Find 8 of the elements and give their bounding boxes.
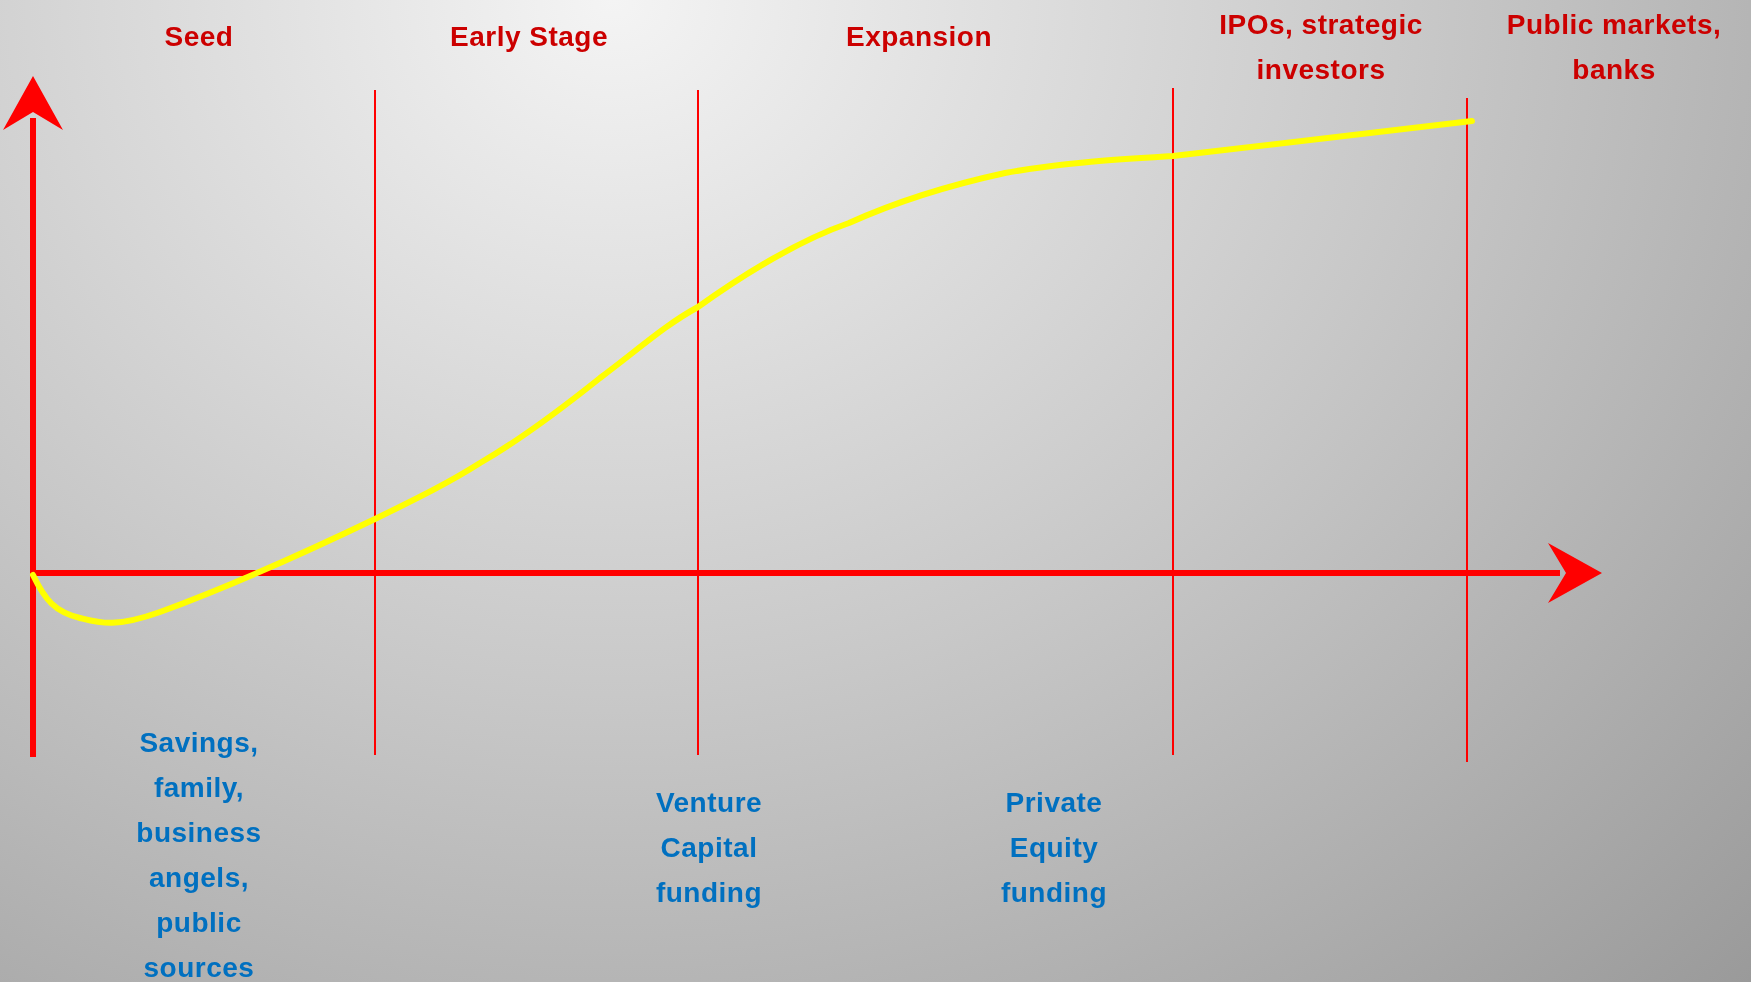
funding-source-label: Venture Capital funding [654,786,764,910]
stage-label: Seed [163,20,235,54]
stage-label: Expansion [844,20,994,54]
funding-source-label: Private Equity funding [999,786,1109,910]
stage-label: Early Stage [449,20,609,54]
stage-label: IPOs, strategic investors [1218,8,1424,87]
stage-label: Public markets, banks [1505,8,1723,87]
funding-source-label: Savings, family, business angels, public sources [135,726,263,982]
